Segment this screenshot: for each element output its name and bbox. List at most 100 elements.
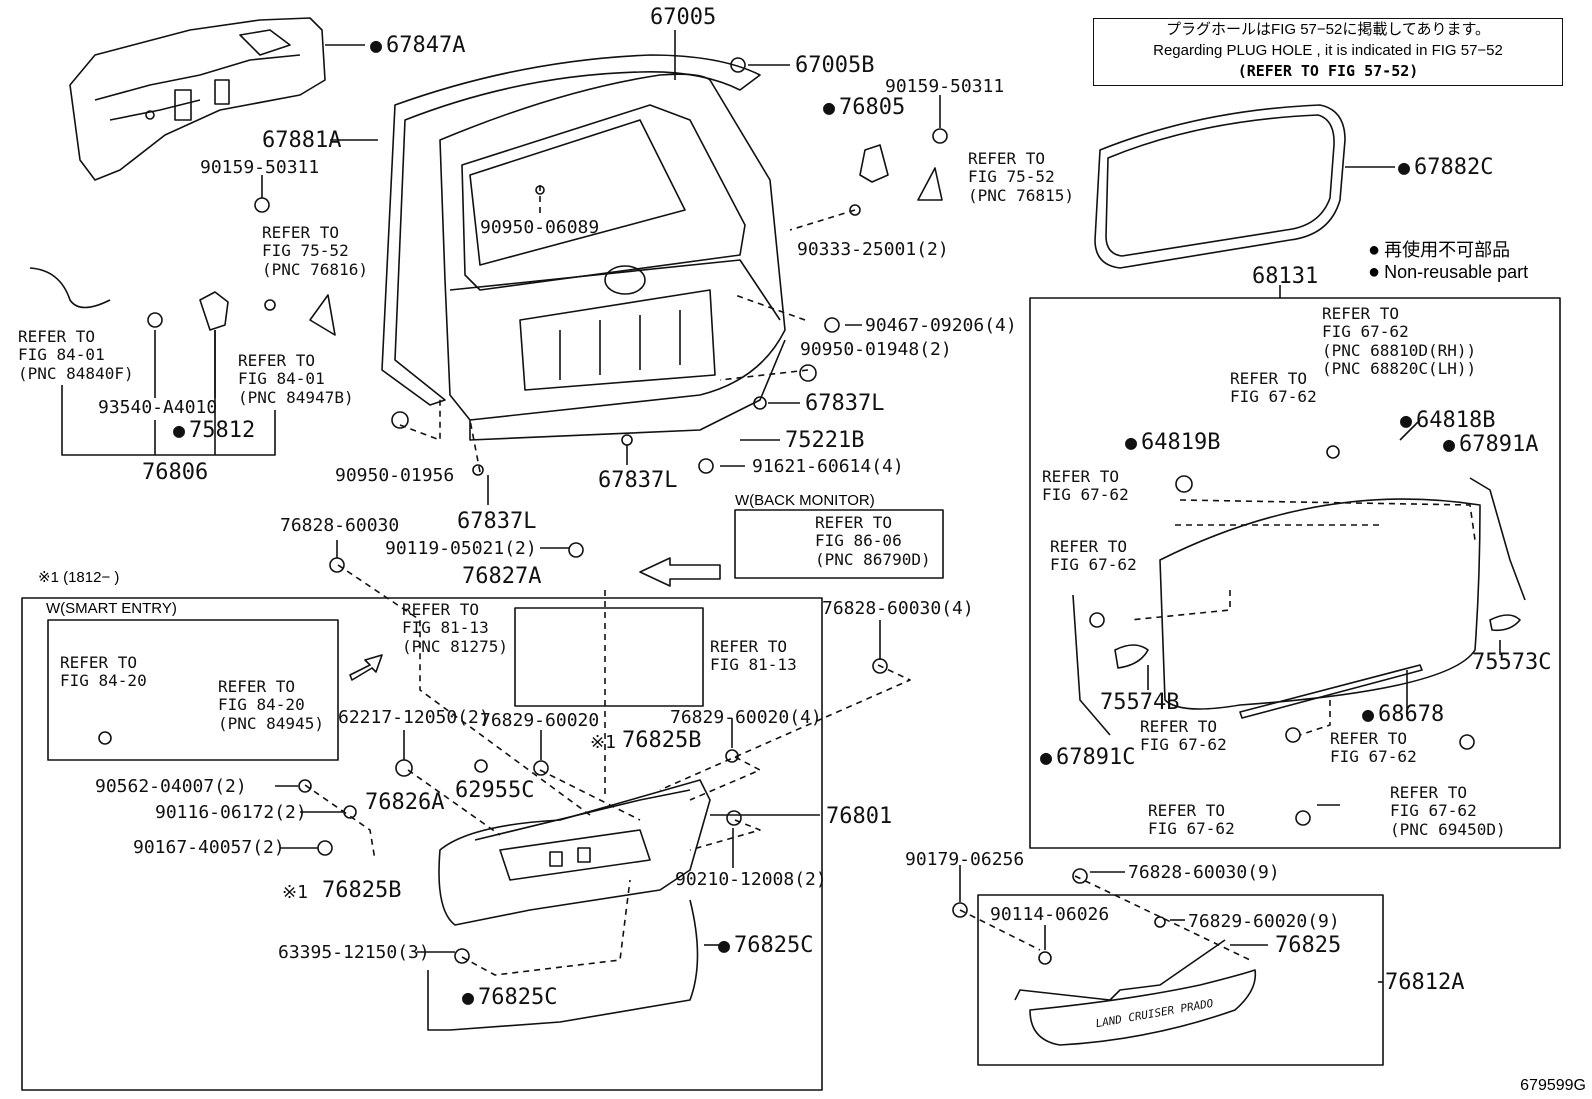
ref-fig-67-62-69450D[interactable]: REFER TO FIG 67-62 (PNC 69450D) [1390, 783, 1506, 839]
ref-fig-84-20-84945[interactable]: REFER TO FIG 84-20 (PNC 84945) [218, 677, 324, 733]
part-90950-01956[interactable]: 90950-01956 [335, 465, 455, 486]
box-smart-entry [47, 619, 339, 761]
part-76801[interactable]: 76801 [826, 804, 893, 829]
hinge-93540 [199, 291, 229, 331]
part-76826A[interactable]: 76826A [365, 790, 445, 815]
part-90210[interactable]: 90210-12008(2) [675, 869, 827, 890]
part-67891C[interactable]: 67891C [1040, 745, 1135, 770]
part-76825B-a[interactable]: 76825B [622, 728, 702, 753]
part-90119[interactable]: 90119-05021(2) [385, 538, 537, 559]
ref-fig-67-62-b[interactable]: REFER TO FIG 67-62 [1042, 467, 1129, 505]
ref-fig-75-52-76816[interactable]: REFER TO FIG 75-52 (PNC 76816) [262, 223, 368, 279]
part-64818B[interactable]: 64818B [1400, 408, 1495, 433]
assembly-leaders [304, 185, 1476, 976]
ref-fig-67-62-e[interactable]: REFER TO FIG 67-62 [1330, 729, 1417, 767]
ref-fig-67-62-a[interactable]: REFER TO FIG 67-62 [1230, 369, 1317, 407]
ref-fig-67-62-f[interactable]: REFER TO FIG 67-62 [1148, 801, 1235, 839]
part-90159-top[interactable]: 90159-50311 [885, 76, 1005, 97]
ref-fig-67-62-d[interactable]: REFER TO FIG 67-62 [1140, 717, 1227, 755]
note-line-jp: プラグホールはFIG 57−52に掲載してあります。 [1166, 21, 1490, 38]
part-90333[interactable]: 90333-25001(2) [797, 239, 949, 260]
part-90467[interactable]: 90467-09206(4) [865, 315, 1017, 336]
part-76825C-a[interactable]: 76825C [718, 933, 813, 958]
part-93540[interactable]: 93540-A4010 [98, 397, 218, 418]
part-75221B[interactable]: 75221B [785, 428, 865, 453]
part-76828-4[interactable]: 76828-60030(4) [822, 598, 974, 619]
box-lamp-inset [514, 607, 704, 707]
part-67005[interactable]: 67005 [650, 5, 717, 30]
bracket-76805 [859, 144, 889, 183]
box-68131 [1029, 297, 1561, 849]
ref-fig-81-13-81275[interactable]: REFER TO FIG 81-13 (PNC 81275) [402, 600, 508, 656]
ref-fig-84-20[interactable]: REFER TO FIG 84-20 [60, 653, 147, 691]
part-67837L-c[interactable]: 67837L [457, 509, 537, 534]
note-line-en: Regarding PLUG HOLE , it is indicated in… [1153, 42, 1503, 59]
part-76812A[interactable]: 76812A [1385, 970, 1465, 995]
legend-jp: 再使用不可部品 [1368, 236, 1510, 262]
part-75573C[interactable]: 75573C [1472, 650, 1552, 675]
plug-hole-note: プラグホールはFIG 57−52に掲載してあります。 Regarding PLU… [1093, 18, 1563, 86]
part-62955C[interactable]: 62955C [455, 778, 535, 803]
part-90179[interactable]: 90179-06256 [905, 849, 1025, 870]
part-76825B-b[interactable]: 76825B [322, 878, 402, 903]
box-back-monitor [734, 509, 944, 579]
part-90116[interactable]: 90116-06172(2) [155, 802, 307, 823]
part-67881A[interactable]: 67881A [262, 128, 342, 153]
diagram-code: 679599G [1520, 1077, 1586, 1094]
ref-fig-86-06-86790D[interactable]: REFER TO FIG 86-06 (PNC 86790D) [815, 513, 931, 569]
panel-67847A-drawing [69, 17, 326, 181]
part-76828-a[interactable]: 76828-60030 [280, 515, 400, 536]
trim-refer-76815 [917, 167, 943, 201]
legend-en: Non-reusable part [1368, 261, 1528, 284]
part-90159-left[interactable]: 90159-50311 [200, 157, 320, 178]
part-67837L-a[interactable]: 67837L [805, 391, 885, 416]
mark-76825B-a: ※1 [590, 732, 616, 753]
part-76829-9[interactable]: 76829-60020(9) [1188, 911, 1340, 932]
part-76829-4[interactable]: 76829-60020(4) [670, 707, 822, 728]
part-68678[interactable]: 68678 [1362, 702, 1444, 727]
part-90950-06089[interactable]: 90950-06089 [480, 217, 600, 238]
part-64819B[interactable]: 64819B [1125, 430, 1220, 455]
arrow-smart-entry [349, 654, 383, 681]
arrow-back-monitor [639, 557, 721, 587]
part-76829-a[interactable]: 76829-60020 [480, 710, 600, 731]
fasteners [98, 57, 1475, 965]
part-67891A[interactable]: 67891A [1443, 432, 1538, 457]
part-90114[interactable]: 90114-06026 [990, 904, 1110, 925]
part-91621[interactable]: 91621-60614(4) [752, 456, 904, 477]
part-63395[interactable]: 63395-12150(3) [278, 942, 430, 963]
part-76806[interactable]: 76806 [142, 460, 209, 485]
ref-fig-75-52-76815[interactable]: REFER TO FIG 75-52 (PNC 76815) [968, 149, 1074, 205]
back-door-67005-drawing [439, 73, 786, 441]
part-76805[interactable]: 76805 [823, 95, 905, 120]
part-76827A[interactable]: 76827A [462, 564, 542, 589]
part-68131[interactable]: 68131 [1252, 264, 1319, 289]
ref-fig-81-13[interactable]: REFER TO FIG 81-13 [710, 637, 797, 675]
part-67847A[interactable]: 67847A [370, 33, 465, 58]
ref-fig-67-62-68810D[interactable]: REFER TO FIG 67-62 (PNC 68810D(RH)) (PNC… [1322, 304, 1477, 379]
part-76825[interactable]: 76825 [1275, 933, 1342, 958]
part-62217[interactable]: 62217-12050(2) [338, 707, 490, 728]
molding-76825C [427, 899, 699, 1031]
part-76825C-b[interactable]: 76825C [462, 985, 557, 1010]
garnish-76801-drawing [438, 779, 711, 926]
ref-fig-84-01-84840F[interactable]: REFER TO FIG 84-01 (PNC 84840F) [18, 327, 134, 383]
back-monitor-title: W(BACK MONITOR) [735, 492, 875, 509]
part-75574B[interactable]: 75574B [1100, 690, 1180, 715]
part-90167[interactable]: 90167-40057(2) [133, 837, 285, 858]
wire-84840F [29, 267, 111, 309]
part-67882C[interactable]: 67882C [1398, 155, 1493, 180]
ref-fig-67-62-c[interactable]: REFER TO FIG 67-62 [1050, 537, 1137, 575]
box-smart-entry-group [21, 597, 823, 1091]
glass-68131-drawing [1114, 498, 1521, 719]
part-90950-01948[interactable]: 90950-01948(2) [800, 339, 952, 360]
part-67837L-b[interactable]: 67837L [598, 468, 678, 493]
emblem-plate-76825-drawing [1014, 939, 1257, 1046]
note-line-refer: (REFER TO FIG 57-52) [1237, 62, 1419, 80]
part-76828-9[interactable]: 76828-60030(9) [1128, 862, 1280, 883]
ref-fig-84-01-84947B[interactable]: REFER TO FIG 84-01 (PNC 84947B) [238, 351, 354, 407]
part-67005B[interactable]: 67005B [795, 53, 875, 78]
glass-weatherstrip-67882C [1094, 104, 1346, 269]
part-75812[interactable]: 75812 [173, 418, 255, 443]
part-90562[interactable]: 90562-04007(2) [95, 776, 247, 797]
